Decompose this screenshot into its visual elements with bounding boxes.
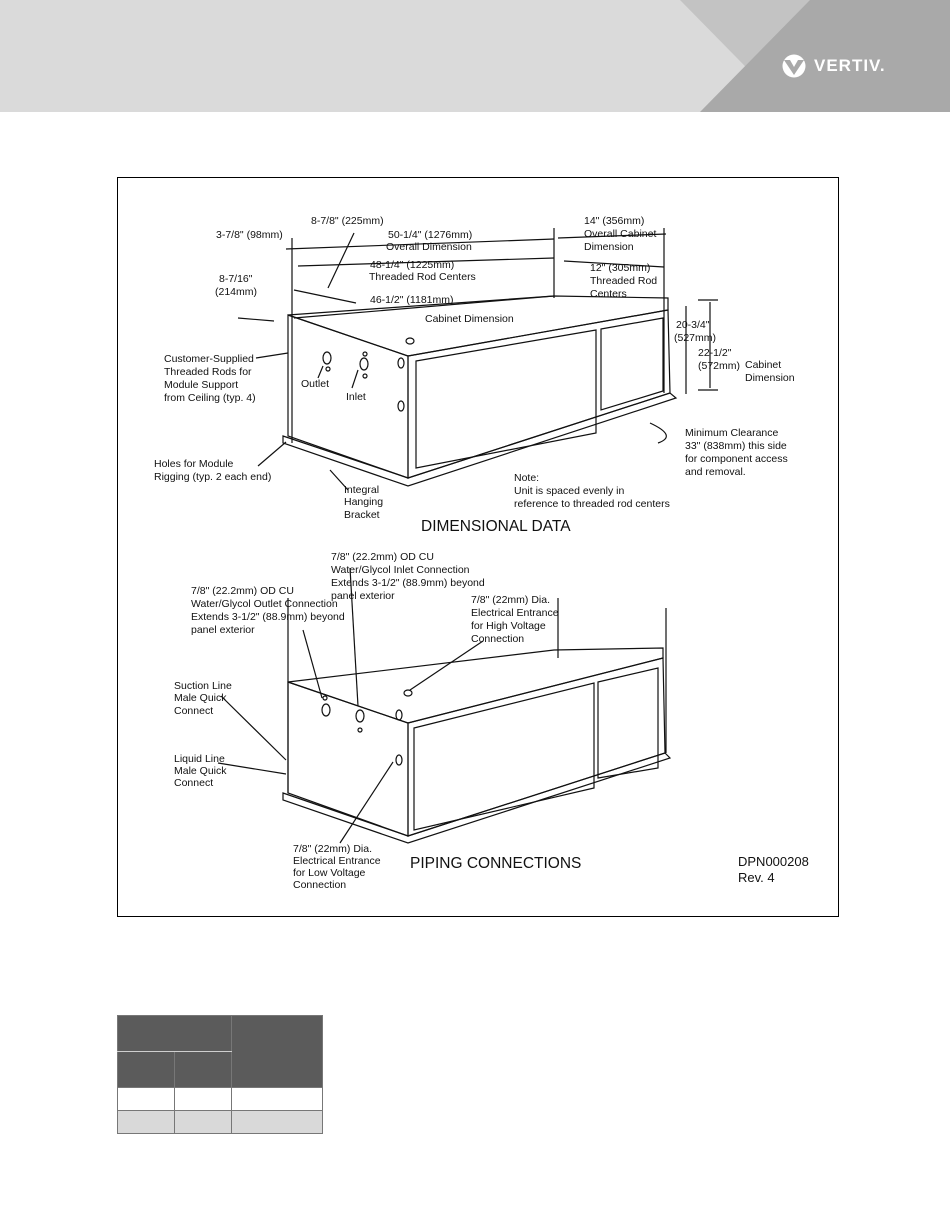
lv-line2: Electrical Entrance <box>293 855 381 867</box>
spec-table <box>117 1015 323 1134</box>
piping-connections-title: PIPING CONNECTIONS <box>410 855 581 872</box>
dim-d9: Cabinet Dimension <box>425 313 514 325</box>
bracket-line3: Bracket <box>344 509 380 521</box>
dim-d7b: (214mm) <box>215 286 257 298</box>
inlet-conn-line1: 7/8" (22.2mm) OD CU <box>331 551 434 563</box>
hv-line1: 7/8" (22mm) Dia. <box>471 594 550 606</box>
table-row <box>117 1110 323 1134</box>
cs-line1: Customer-Supplied <box>164 353 254 365</box>
outlet-conn-line4: panel exterior <box>191 624 255 636</box>
note-line3: reference to threaded rod centers <box>514 498 670 510</box>
inlet-conn-line2: Water/Glycol Inlet Connection <box>331 564 470 576</box>
table-header-right <box>231 1015 323 1088</box>
outlet-label: Outlet <box>301 378 329 390</box>
lv-line1: 7/8" (22mm) Dia. <box>293 843 372 855</box>
inlet-label: Inlet <box>346 391 366 403</box>
table-header-group <box>117 1015 232 1052</box>
dim-d4b: Overall Cabinet <box>584 228 656 240</box>
clearance-line3: for component access <box>685 453 788 465</box>
dim-d11b: (572mm) <box>698 360 740 372</box>
outlet-conn-line3: Extends 3-1/2" (88.9mm) beyond <box>191 611 345 623</box>
dim-d11a: 22-1/2" <box>698 347 732 359</box>
bracket-line1: Integral <box>344 484 379 496</box>
hv-line3: for High Voltage <box>471 620 546 632</box>
holes-line2: Rigging (typ. 2 each end) <box>154 471 271 483</box>
lv-line4: Connection <box>293 879 346 891</box>
suction-line2: Male Quick <box>174 692 227 704</box>
outlet-conn-line1: 7/8" (22.2mm) OD CU <box>191 585 294 597</box>
inlet-conn-line4: panel exterior <box>331 590 395 602</box>
dim-d5a: 48-1/4" (1225mm) <box>370 259 454 271</box>
clearance-line1: Minimum Clearance <box>685 427 779 439</box>
logo-text: VERTIV. <box>814 56 886 75</box>
outlet-conn-line2: Water/Glycol Outlet Connection <box>191 598 338 610</box>
suction-line1: Suction Line <box>174 680 232 692</box>
hv-line2: Electrical Entrance <box>471 607 559 619</box>
liquid-line2: Male Quick <box>174 765 227 777</box>
clearance-line2: 33" (838mm) this side <box>685 440 787 452</box>
dim-d5b: Threaded Rod Centers <box>369 271 476 283</box>
drawing-figure: 8-7/8" (225mm) 3-7/8" (98mm) 50-1/4" (12… <box>154 215 809 891</box>
dim-d3b: Overall Dimension <box>386 241 472 253</box>
vertiv-logo: VERTIV. <box>780 52 886 80</box>
dimensional-data-title: DIMENSIONAL DATA <box>421 518 571 535</box>
bracket-line2: Hanging <box>344 496 383 508</box>
doc-revision: Rev. 4 <box>738 870 775 885</box>
page-header: VERTIV. <box>0 0 950 112</box>
liquid-line3: Connect <box>174 777 213 789</box>
dim-d3a: 50-1/4" (1276mm) <box>388 229 472 241</box>
lv-line3: for Low Voltage <box>293 867 366 879</box>
dim-d2: 3-7/8" (98mm) <box>216 229 283 241</box>
cs-line2: Threaded Rods for <box>164 366 252 378</box>
cs-line3: Module Support <box>164 379 238 391</box>
clearance-line4: and removal. <box>685 466 746 478</box>
dim-d10a: 20-3/4" <box>676 319 710 331</box>
dim-d4c: Dimension <box>584 241 634 253</box>
doc-number: DPN000208 <box>738 854 809 869</box>
cs-line4: from Ceiling (typ. 4) <box>164 392 256 404</box>
inlet-conn-line3: Extends 3-1/2" (88.9mm) beyond <box>331 577 485 589</box>
dim-d4a: 14" (356mm) <box>584 215 644 227</box>
vertiv-logo-icon <box>782 54 806 78</box>
dim-d12b: Dimension <box>745 372 795 384</box>
liquid-line1: Liquid Line <box>174 753 225 765</box>
dim-d6c: Centers <box>590 288 627 300</box>
dim-d10b: (527mm) <box>674 332 716 344</box>
dim-d12a: Cabinet <box>745 359 781 371</box>
suction-line3: Connect <box>174 705 213 717</box>
dim-d7a: 8-7/16" <box>219 273 253 285</box>
dim-d6b: Threaded Rod <box>590 275 657 287</box>
dim-d8: 46-1/2" (1181mm) <box>370 294 453 306</box>
note-line1: Note: <box>514 472 539 484</box>
dim-d1: 8-7/8" (225mm) <box>311 215 384 227</box>
table-row <box>117 1087 323 1111</box>
dimensional-drawing: 8-7/8" (225mm) 3-7/8" (98mm) 50-1/4" (12… <box>117 177 839 917</box>
holes-line1: Holes for Module <box>154 458 234 470</box>
table-header-col1 <box>117 1051 175 1088</box>
dim-d6a: 12" (305mm) <box>590 262 650 274</box>
header-bands <box>680 0 950 112</box>
hv-line4: Connection <box>471 633 524 645</box>
note-line2: Unit is spaced evenly in <box>514 485 624 497</box>
table-header-col2 <box>174 1051 232 1088</box>
